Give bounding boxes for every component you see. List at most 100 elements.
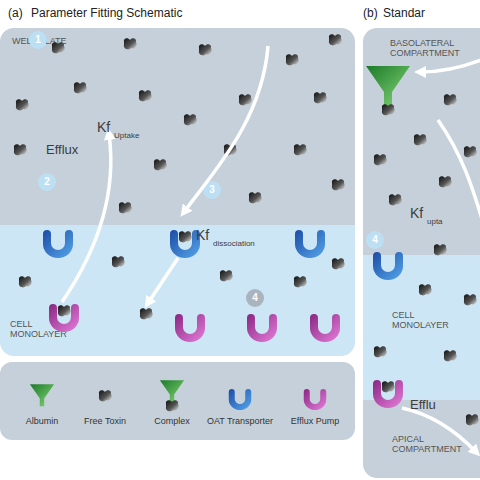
flux-label: Efflu [410, 398, 436, 413]
callout-number: 4 [246, 289, 264, 307]
region-label: CELL MONOLAYER [10, 319, 80, 340]
free-toxin [74, 82, 87, 93]
free-toxin [249, 192, 262, 203]
free-toxin [19, 276, 32, 287]
oat-transporter [170, 230, 200, 258]
complex-sample [166, 400, 179, 411]
callout-number: 2 [38, 173, 56, 191]
panel-title: Parameter Fitting Schematic [31, 7, 182, 21]
efflux-pump [310, 314, 340, 342]
legend-entry: Efflux Pump [270, 412, 360, 436]
uptake-arrow [438, 120, 480, 232]
bound-toxin [382, 104, 395, 115]
free-toxin [14, 144, 27, 155]
callout-circle: 3 [203, 181, 221, 199]
cell-monolayer-region: CELL MONOLAYER [363, 255, 480, 400]
oat-transporter [295, 230, 325, 258]
rate-constant: Kf [410, 205, 423, 221]
panel-title: Standar [383, 7, 425, 21]
legend-entry: Complex [127, 412, 217, 436]
callout-number: 1 [29, 31, 47, 49]
legend-label: Efflux Pump [270, 416, 360, 426]
free-toxin [154, 159, 167, 170]
free-toxin [119, 202, 132, 213]
free-toxin [294, 144, 307, 155]
efflux-pump [373, 380, 403, 408]
free-toxin [466, 414, 479, 425]
bound-toxin [179, 231, 192, 242]
legend-label: OAT Transporter [195, 416, 285, 426]
region-label: BASOLATERAL COMPARTMENT [390, 38, 472, 59]
oat-transporter [43, 230, 73, 258]
rate-constant: Kf [97, 119, 110, 135]
cell-monolayer-region: CELL MONOLAYER 4 [0, 225, 355, 356]
apical-region: APICAL COMPARTMENT [363, 400, 480, 478]
complex-sample [160, 380, 184, 402]
free-toxin [184, 114, 197, 125]
free-toxin [52, 42, 65, 53]
free-toxin [112, 256, 125, 267]
panel-letter: (b) [363, 7, 378, 21]
oat-transporter [373, 252, 403, 280]
panel: (b)StandarBASOLATERAL COMPARTMENT4CELL M… [363, 28, 480, 478]
free-toxin [444, 350, 457, 361]
efflux-pump-sample [304, 389, 327, 410]
basolateral-region: BASOLATERAL COMPARTMENT 4 [363, 28, 480, 255]
free-toxin-sample [99, 390, 112, 401]
efflux-pump [175, 314, 205, 342]
bound-toxin [382, 381, 395, 392]
uptake-arrow [184, 46, 268, 212]
callout-circle: 2 [38, 173, 56, 191]
albumin [366, 66, 410, 106]
free-toxin [464, 294, 477, 305]
free-toxin [286, 54, 299, 65]
efflux-arrow [402, 408, 476, 452]
panel-letter: (a) [8, 7, 23, 21]
legend-label: Complex [127, 416, 217, 426]
free-toxin [444, 94, 457, 105]
oat-transporter-sample [229, 389, 252, 410]
well-plate-region: WELL PLATE123 [0, 28, 355, 225]
free-toxin [140, 308, 153, 319]
free-toxin [434, 244, 447, 255]
free-toxin [294, 276, 307, 287]
efflux-pump [247, 314, 277, 342]
free-toxin [329, 34, 342, 45]
region-label: CELL MONOLAYER [392, 310, 462, 331]
rate-constant: Kf [196, 227, 209, 243]
free-toxin [374, 154, 387, 165]
free-toxin [199, 44, 212, 55]
rate-subscript: Uptake [114, 131, 139, 140]
legend-box [0, 362, 355, 440]
efflux-pump [49, 304, 79, 332]
efflux-arrow [62, 134, 111, 302]
legend-label: Albumin [0, 416, 87, 426]
albumin-sample [30, 384, 54, 406]
free-toxin [464, 146, 477, 157]
free-toxin [16, 99, 29, 110]
complex-sample [160, 380, 184, 402]
rate-subscript: upta [427, 217, 443, 226]
legend-label: Free Toxin [60, 416, 150, 426]
flux-label: Efflux [46, 143, 78, 158]
free-toxin [374, 346, 387, 357]
callout-number: 3 [203, 181, 221, 199]
callout-circle: 4 [246, 289, 264, 307]
free-toxin [220, 270, 233, 281]
bound-toxin [58, 305, 71, 316]
free-toxin [224, 144, 237, 155]
region-label: APICAL COMPARTMENT [392, 434, 474, 455]
free-toxin [389, 194, 402, 205]
callout-circle: 1 [29, 31, 47, 49]
legend-entry: Free Toxin [60, 412, 150, 436]
free-toxin [439, 176, 452, 187]
free-toxin [332, 179, 345, 190]
free-toxin [414, 134, 427, 145]
callout-circle: 4 [366, 231, 384, 249]
free-toxin [139, 90, 152, 101]
panel: (a)Parameter Fitting SchematicWELL PLATE… [0, 28, 355, 356]
oat-transporter-sample [229, 389, 252, 410]
albumin-arrow [420, 58, 480, 72]
free-toxin [124, 38, 137, 49]
